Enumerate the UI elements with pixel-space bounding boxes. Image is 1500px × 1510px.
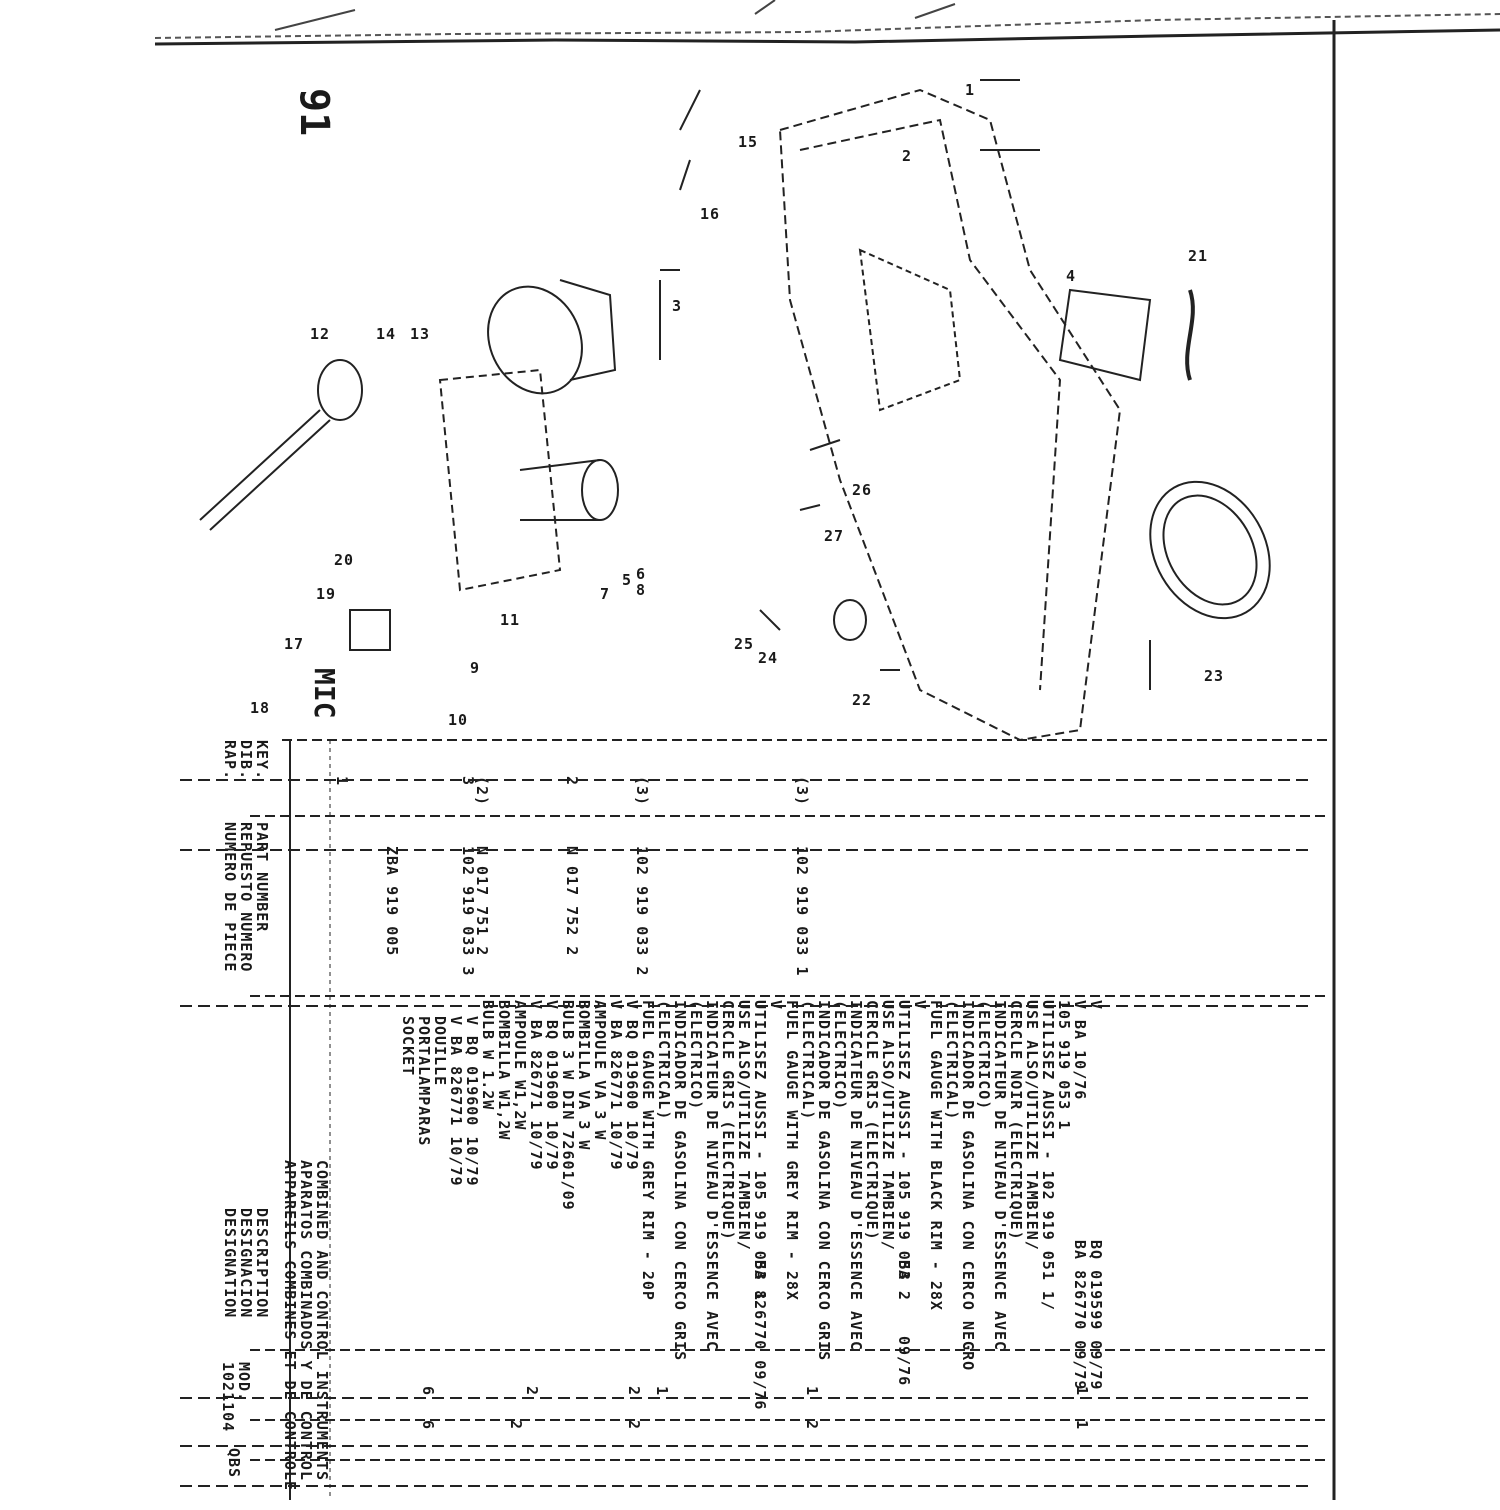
- scan-border: [155, 0, 1500, 46]
- callout-18: 18: [250, 699, 271, 717]
- callout-23: 23: [1204, 667, 1225, 685]
- callout-1: 1: [965, 81, 976, 99]
- exploded-parts-diagram: [199, 79, 1271, 742]
- callout-13: 13: [410, 325, 431, 343]
- callout-12: 12: [310, 325, 331, 343]
- callout-6: 6: [636, 565, 647, 583]
- callout-26: 26: [852, 481, 873, 499]
- table-dividers: [180, 779, 1310, 1487]
- callout-19: 19: [316, 585, 337, 603]
- callout-17: 17: [284, 635, 305, 653]
- right-border: [1332, 20, 1336, 1500]
- callout-25: 25: [734, 635, 755, 653]
- callout-21: 21: [1188, 247, 1209, 265]
- callout-4: 4: [1066, 267, 1077, 285]
- callout-15: 15: [738, 133, 759, 151]
- callout-22: 22: [852, 691, 873, 709]
- callout-27: 27: [824, 527, 845, 545]
- callout-24: 24: [758, 649, 779, 667]
- callout-14: 14: [376, 325, 397, 343]
- table-grid: [250, 739, 1330, 1500]
- callout-10: 10: [448, 711, 469, 729]
- callout-3: 3: [672, 297, 683, 315]
- callout-2: 2: [902, 147, 913, 165]
- callout-7: 7: [600, 585, 611, 603]
- callout-5: 5: [622, 571, 633, 589]
- callout-16: 16: [700, 205, 721, 223]
- callout-8: 8: [636, 581, 647, 599]
- callout-9: 9: [470, 659, 481, 677]
- callout-20: 20: [334, 551, 355, 569]
- callout-11: 11: [500, 611, 521, 629]
